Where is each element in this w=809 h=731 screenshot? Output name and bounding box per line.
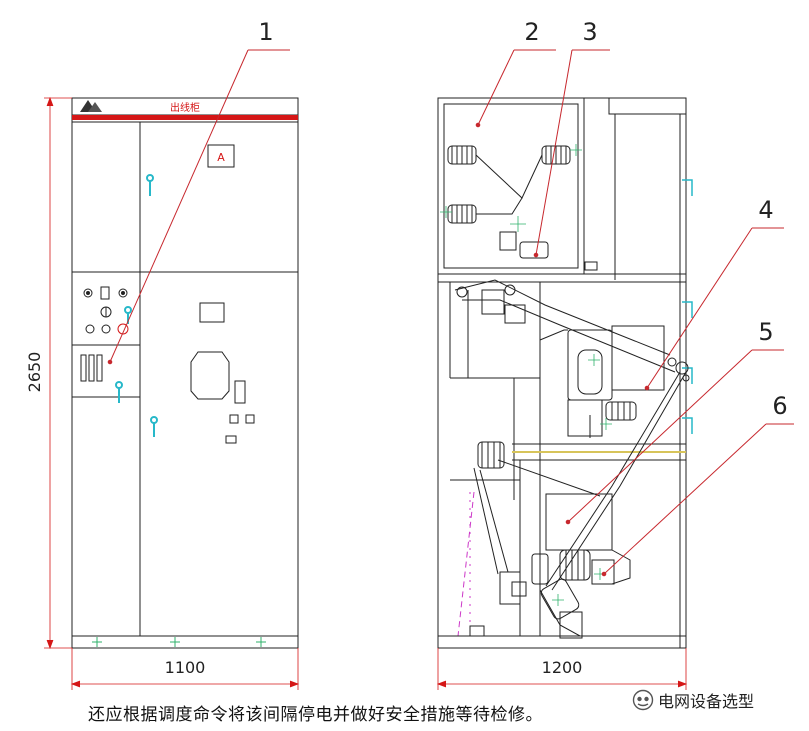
brand-text: 电网设备选型 <box>658 692 755 711</box>
callout-6: 6 <box>772 392 787 420</box>
front-width-label: 1100 <box>165 658 206 677</box>
viewing-window <box>190 351 230 400</box>
height-dimension <box>44 96 72 650</box>
front-cabinet-outline <box>71 97 299 649</box>
side-view <box>436 49 794 690</box>
side-width-dimension <box>436 648 688 690</box>
handle-icon <box>150 416 158 437</box>
caption-text: 还应根据调度命令将该间隔停电并做好安全措施等待检修。 <box>88 705 543 725</box>
meter-slots <box>80 354 103 382</box>
red-stripe <box>72 115 298 120</box>
callout-3: 3 <box>582 18 597 46</box>
wechat-official-account-icon <box>632 689 654 711</box>
leader-2 <box>475 49 556 128</box>
side-width-label: 1200 <box>542 658 583 677</box>
magenta-trace <box>457 491 475 637</box>
door-label-box <box>207 144 235 168</box>
leader-4 <box>644 227 784 391</box>
base-markers <box>92 637 266 647</box>
leader-1 <box>107 49 290 365</box>
front-view <box>44 49 300 690</box>
indicator-lamps <box>83 286 129 335</box>
insulator-bushing <box>447 145 571 224</box>
leader-6 <box>601 423 794 577</box>
callout-4: 4 <box>758 196 773 224</box>
height-dimension-label: 2650 <box>25 352 44 393</box>
callout-1: 1 <box>258 18 273 46</box>
logo-icon <box>80 100 102 112</box>
nameplate <box>199 302 225 323</box>
callout-5: 5 <box>758 318 773 346</box>
door-label: A <box>217 151 225 164</box>
front-width-dimension <box>70 648 300 690</box>
leader-3 <box>533 49 610 258</box>
brand-watermark: 电网设备选型 <box>632 686 754 714</box>
cabinet-title: 出线柜 <box>170 101 200 114</box>
callout-2: 2 <box>524 18 539 46</box>
leader-5 <box>565 349 784 525</box>
handle-icon <box>146 174 154 196</box>
side-cabinet-outline <box>437 97 687 649</box>
handle-icon <box>115 381 123 403</box>
